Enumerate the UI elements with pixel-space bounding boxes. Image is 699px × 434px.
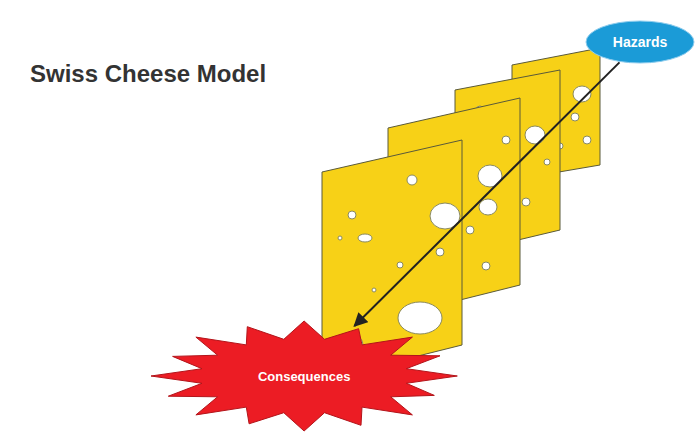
- cheese-slice: [322, 140, 462, 380]
- ellipse-shape: [585, 20, 695, 64]
- diagram-title: Swiss Cheese Model: [30, 60, 266, 88]
- node-label: Consequences: [258, 369, 350, 384]
- hazard-trajectory-arrow: [354, 62, 619, 326]
- hazard-ellipse: Hazards: [585, 20, 695, 64]
- consequence-burst: Consequences: [150, 320, 458, 432]
- burst-shape: [150, 320, 458, 432]
- node-label: Hazards: [613, 34, 667, 50]
